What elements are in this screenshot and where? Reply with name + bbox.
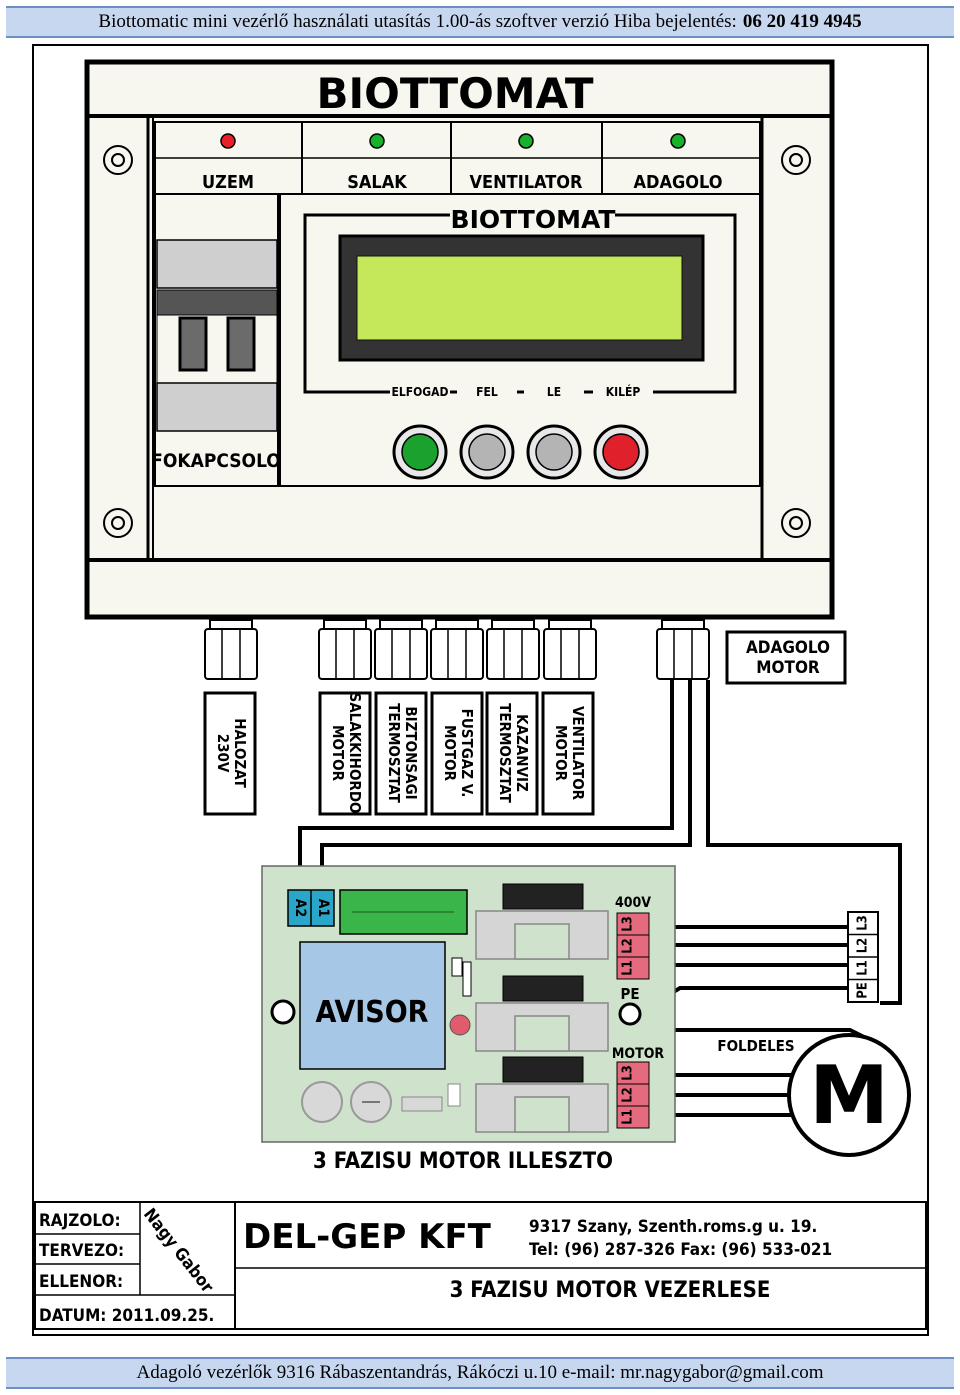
supply-terminal: PE L1 L2 L3 bbox=[847, 911, 879, 1003]
label-motor: MOTOR bbox=[612, 1046, 665, 1062]
screw-icons bbox=[103, 145, 811, 538]
cable-gland-icon bbox=[430, 619, 484, 680]
connector-line1: VENTILATOR bbox=[569, 706, 587, 801]
foldeles-label: FOLDELES bbox=[717, 1037, 794, 1055]
cable-gland-icon bbox=[486, 619, 540, 680]
connector-line1: SALAKKIHORDO bbox=[346, 693, 364, 814]
indicator-label-uzem: UZEM bbox=[202, 172, 254, 193]
thyristor-module bbox=[475, 883, 609, 960]
supply-terminal-l3: L3 bbox=[856, 915, 871, 931]
button-label-1: FEL bbox=[476, 385, 498, 399]
connector-line2: MOTOR bbox=[552, 725, 570, 782]
indicator-label-adagolo: ADAGOLO bbox=[633, 172, 722, 193]
indicator-led-adagolo-icon bbox=[670, 133, 686, 149]
adagolo-motor-box: ADAGOLO MOTOR bbox=[725, 630, 847, 685]
board-title: 3 FAZISU MOTOR ILLESZTO bbox=[313, 1149, 613, 1174]
supply-terminal-pe: PE bbox=[856, 982, 871, 999]
main-switch-label: FOKAPCSOLO bbox=[151, 450, 281, 472]
page-frame bbox=[32, 44, 929, 1336]
brand-title: BIOTTOMAT bbox=[317, 69, 594, 118]
connector-line1: HALOZAT bbox=[231, 718, 249, 788]
drawing-title: 3 FAZISU MOTOR VEZERLESE bbox=[450, 1278, 771, 1303]
indicator-led-salak-icon bbox=[369, 133, 385, 149]
header-phone: 06 20 419 4945 bbox=[742, 11, 862, 32]
connector-line2: TERMOSZTAT bbox=[385, 703, 403, 804]
button-label-3: KILÉP bbox=[606, 384, 641, 399]
supply-terminal-l1: L1 bbox=[856, 960, 871, 976]
date-label: DATUM: 2011.09.25. bbox=[39, 1306, 214, 1326]
phase-label: L1 bbox=[621, 960, 636, 976]
cable-gland-icon bbox=[374, 619, 428, 680]
connector-line1: FUSTGAZ V. bbox=[458, 709, 476, 798]
terminal-a2: A2 bbox=[292, 899, 308, 918]
connector-line2: MOTOR bbox=[441, 725, 459, 782]
cable-gland-icon bbox=[543, 619, 597, 680]
display-brand: BIOTTOMAT bbox=[451, 205, 616, 234]
tervezo-label: TERVEZO: bbox=[39, 1241, 124, 1261]
cable-gland-icon bbox=[318, 619, 372, 680]
footer-text: Adagoló vezérlők 9316 Rábaszentandrás, R… bbox=[136, 1362, 824, 1383]
cable-gland-icon bbox=[656, 619, 710, 680]
company-name: DEL-GEP KFT bbox=[243, 1217, 492, 1257]
company-address: 9317 Szany, Szenth.roms.g u. 19. bbox=[529, 1217, 817, 1237]
control-box: BIOTTOMAT UZEM SALAK VENTILATOR ADAGOLO FOK… bbox=[84, 59, 835, 620]
connector-line1: BIZTONSAGI bbox=[402, 706, 420, 799]
lcd-screen bbox=[356, 255, 683, 341]
relay-label: AVISOR bbox=[316, 995, 429, 1030]
rajzolo-label: RAJZOLO: bbox=[39, 1211, 121, 1231]
indicator-label-ventilator: VENTILATOR bbox=[470, 172, 583, 193]
motor-symbol-letter: M bbox=[809, 1049, 889, 1142]
adagolo-motor-line2: MOTOR bbox=[756, 658, 820, 678]
adagolo-motor-line1: ADAGOLO bbox=[746, 638, 830, 658]
ellenor-label: ELLENOR: bbox=[39, 1272, 123, 1292]
thyristor-module bbox=[475, 975, 609, 1052]
supply-terminal-l2: L2 bbox=[856, 938, 871, 954]
motor-icon: M bbox=[787, 1033, 911, 1157]
terminal-a1: A1 bbox=[315, 899, 331, 918]
connector-line2: MOTOR bbox=[329, 725, 347, 782]
phase-label: L1 bbox=[621, 1109, 636, 1125]
cable-gland-icon bbox=[204, 619, 258, 680]
thyristor-module bbox=[475, 1056, 609, 1133]
connector-label-box: FUSTGAZ V.MOTOR bbox=[430, 691, 484, 816]
label-pe: PE bbox=[620, 985, 639, 1003]
header-text: Biottomatic mini vezérlő használati utas… bbox=[98, 11, 737, 32]
indicator-led-uzem-icon bbox=[220, 133, 236, 149]
phase-label: L3 bbox=[621, 1065, 636, 1081]
indicator-label-salak: SALAK bbox=[347, 172, 408, 193]
label-400v: 400V bbox=[615, 895, 651, 911]
connector-line1: KAZANVIZ bbox=[513, 714, 531, 792]
connector-line2: TERMOSZTAT bbox=[496, 703, 514, 804]
footer-bar: Adagoló vezérlők 9316 Rábaszentandrás, R… bbox=[6, 1357, 954, 1389]
company-phone-fax: Tel: (96) 287-326 Fax: (96) 533-021 bbox=[529, 1240, 832, 1260]
phase-label: L3 bbox=[621, 916, 636, 932]
indicator-led-ventilator-icon bbox=[518, 133, 534, 149]
connector-line2: 230V bbox=[214, 734, 232, 773]
button-label-0: ELFOGAD bbox=[392, 385, 449, 399]
title-block: RAJZOLO: TERVEZO: ELLENOR: Nagy Gabor DA… bbox=[34, 1201, 927, 1330]
phase-label: L2 bbox=[621, 938, 636, 954]
button-label-2: LE bbox=[547, 385, 561, 399]
phase-label: L2 bbox=[621, 1087, 636, 1103]
header-bar: Biottomatic mini vezérlő használati utas… bbox=[6, 6, 954, 38]
